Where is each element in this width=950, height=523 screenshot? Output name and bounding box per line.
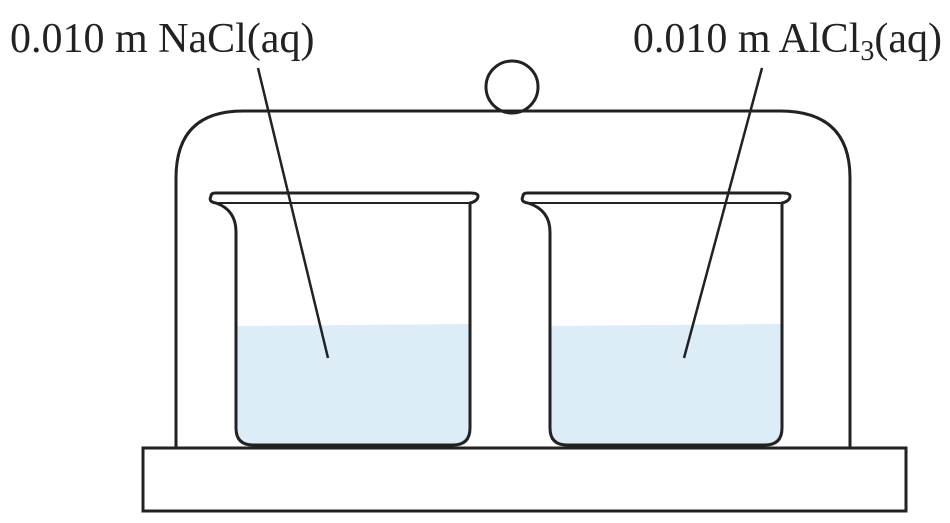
bell-jar-knob (484, 59, 540, 115)
label-nacl-solution: 0.010 m NaCl(aq) (10, 16, 315, 62)
label-alcl3-prefix: 0.010 m AlCl (632, 16, 861, 62)
beaker-left-outline (208, 191, 480, 447)
beaker-right-outline (520, 191, 792, 447)
solution-nacl (236, 324, 470, 445)
bell-jar (174, 109, 852, 447)
beaker-nacl (208, 191, 480, 447)
label-alcl3-solution: 0.010 m AlCl3(aq) (632, 14, 942, 67)
beaker-alcl3 (520, 191, 792, 447)
label-alcl3-subscript: 3 (860, 36, 875, 67)
solution-alcl3 (550, 324, 782, 445)
label-alcl3-suffix: (aq) (874, 16, 942, 62)
leader-line-nacl (256, 67, 330, 359)
leader-line-alcl3 (682, 67, 764, 359)
base-plate (141, 446, 908, 513)
